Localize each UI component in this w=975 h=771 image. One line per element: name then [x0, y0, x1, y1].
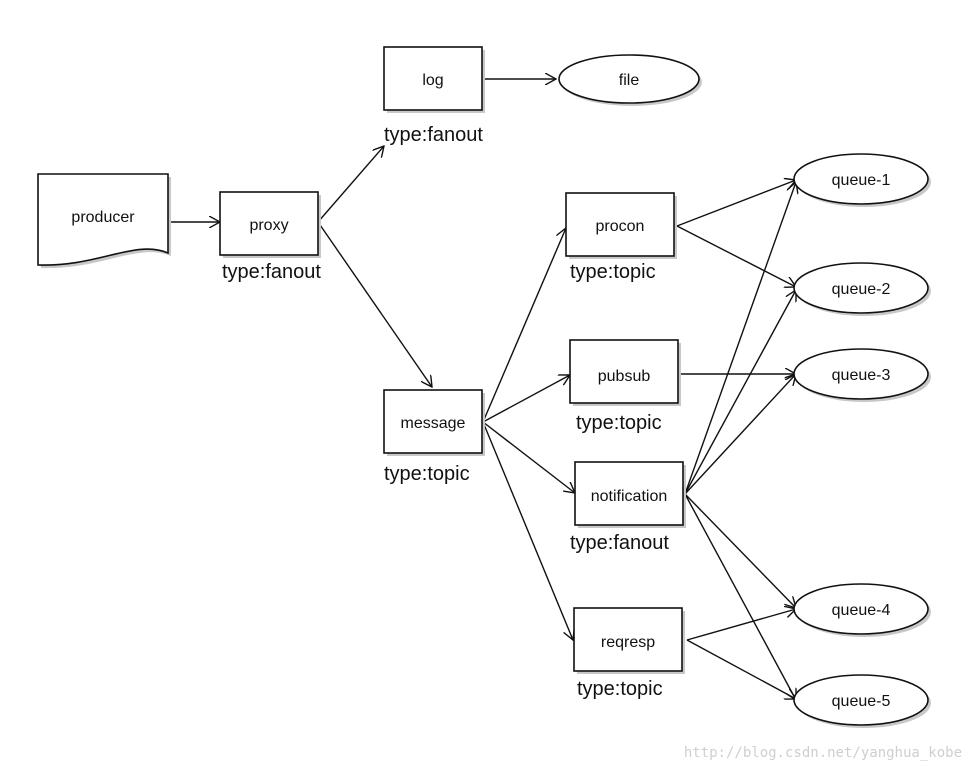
- notification-label: notification: [591, 488, 668, 505]
- edge-reqresp-queue5: [686, 639, 796, 699]
- pubsub-label: pubsub: [598, 368, 651, 385]
- edges: [168, 79, 796, 700]
- file-label: file: [619, 72, 640, 89]
- node-notification: notification type:fanout: [570, 461, 686, 554]
- queue-4-ellipse: [793, 583, 929, 635]
- message-type-label: type:topic: [384, 463, 470, 485]
- node-procon: procon type:topic: [565, 192, 677, 283]
- reqresp-label: reqresp: [601, 634, 655, 651]
- edge-message-pubsub: [482, 375, 570, 423]
- node-producer: producer: [37, 173, 171, 269]
- edge-procon-queue1: [676, 180, 796, 227]
- producer-label: producer: [71, 209, 135, 226]
- queue-2-label: queue-2: [832, 281, 891, 298]
- procon-label: procon: [596, 218, 645, 235]
- node-proxy: proxy type:fanout: [219, 191, 321, 283]
- node-pubsub: pubsub type:topic: [569, 339, 681, 434]
- reqresp-box: [573, 607, 683, 672]
- node-reqresp: reqresp type:topic: [573, 607, 685, 700]
- watermark-text: http://blog.csdn.net/yanghua_kobe: [684, 745, 962, 761]
- node-log: log type:fanout: [383, 46, 485, 146]
- edge-reqresp-queue4: [686, 609, 796, 641]
- edge-notification-queue4: [684, 493, 796, 608]
- edge-notification-queue1: [684, 182, 796, 495]
- notification-type-label: type:fanout: [570, 532, 669, 554]
- edge-procon-queue2: [676, 225, 796, 287]
- log-label: log: [422, 72, 443, 89]
- edge-message-notification: [482, 421, 575, 493]
- edge-message-procon: [482, 228, 566, 423]
- proxy-type-label: type:fanout: [222, 261, 321, 283]
- message-label: message: [401, 415, 466, 432]
- node-message: message type:topic: [383, 389, 485, 485]
- log-type-label: type:fanout: [384, 124, 483, 146]
- producer-shape: [37, 173, 169, 266]
- file-ellipse: [558, 54, 700, 104]
- node-queue-2: queue-2: [793, 262, 931, 316]
- pubsub-type-label: type:topic: [576, 412, 662, 434]
- proxy-box: [219, 191, 319, 256]
- procon-type-label: type:topic: [570, 261, 656, 283]
- procon-box: [565, 192, 675, 257]
- pubsub-box: [569, 339, 679, 404]
- node-queue-3: queue-3: [793, 348, 931, 402]
- edge-notification-queue5: [684, 493, 796, 700]
- proxy-label: proxy: [249, 217, 288, 234]
- edge-message-reqresp: [482, 421, 573, 640]
- node-queue-1: queue-1: [793, 153, 931, 207]
- edge-proxy-message: [317, 221, 432, 387]
- notification-box: [574, 461, 684, 526]
- message-box: [383, 389, 483, 454]
- log-box: [383, 46, 483, 111]
- queue-1-label: queue-1: [832, 172, 891, 189]
- queue-2-ellipse: [793, 262, 929, 314]
- reqresp-type-label: type:topic: [577, 678, 663, 700]
- queue-3-label: queue-3: [832, 367, 891, 384]
- queue-4-label: queue-4: [832, 602, 891, 619]
- edge-proxy-log: [317, 146, 384, 223]
- queue-5-ellipse: [793, 674, 929, 726]
- queue-5-label: queue-5: [832, 693, 891, 710]
- node-queue-4: queue-4: [793, 583, 931, 637]
- queue-1-ellipse: [793, 153, 929, 205]
- queue-3-ellipse: [793, 348, 929, 400]
- edge-notification-queue3: [684, 374, 796, 495]
- edge-notification-queue2: [684, 290, 796, 495]
- node-queue-5: queue-5: [793, 674, 931, 728]
- node-file: file: [558, 54, 702, 106]
